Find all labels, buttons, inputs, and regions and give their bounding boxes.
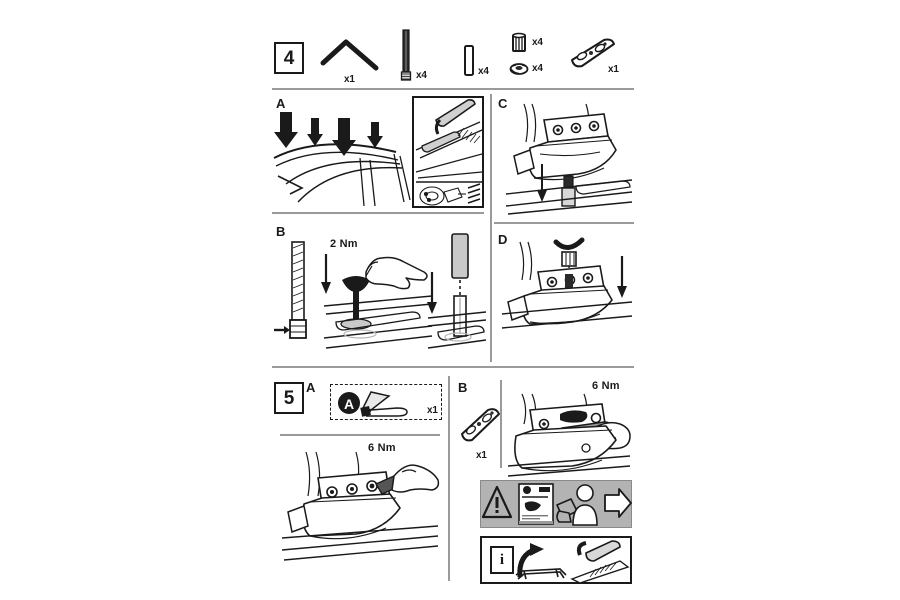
panel-c-d-divider — [494, 222, 634, 224]
step-5-right-column: B x1 6 Nm — [454, 376, 634, 586]
step-4-left-column: A — [272, 94, 488, 362]
roof-bar-icon — [515, 568, 567, 580]
part-long-bolt: x4 — [398, 28, 427, 84]
tool-badge-a-icon — [338, 392, 360, 414]
step-4-right-column: C — [494, 94, 634, 362]
nut-cap-fit-diagram — [501, 237, 633, 329]
info-notice-graphics — [515, 540, 630, 584]
step-number-badge-4: 4 — [274, 42, 304, 74]
panel-letter-d: D — [498, 232, 508, 247]
instruction-content-area: 4 x1 x4 — [272, 28, 634, 584]
spacer-sleeve-icon — [464, 45, 474, 76]
tighten-bolt-diagram — [281, 451, 440, 561]
part-spacer-sleeve: x4 — [462, 44, 489, 78]
part-qty-nut-cap: x4 — [532, 37, 543, 48]
panel-letter-5a: A — [306, 380, 316, 395]
warning-notice-graphics — [481, 483, 632, 526]
panel-5b-part-qty: x1 — [476, 450, 487, 461]
step-5-body: 5 A A x1 6 Nm — [272, 376, 634, 586]
rubber-pad-icon — [571, 38, 615, 68]
step-4-column-divider — [490, 94, 492, 362]
panel-c-foot-placement: C — [494, 94, 634, 222]
part-qty-spacer-sleeve: x4 — [478, 66, 489, 77]
part-nut-cap: x4 — [510, 32, 543, 54]
step-number-badge-5: 5 — [274, 382, 304, 414]
panel-5a-inner-divider — [280, 434, 440, 436]
panel-a-inset-detail — [412, 96, 484, 208]
part-hex-key: x1 — [320, 38, 382, 85]
cover-fit-diagram — [507, 393, 631, 477]
panel-letter-a: A — [276, 96, 286, 111]
nut-cap-icon — [512, 32, 526, 52]
person-silhouette-icon — [572, 484, 598, 526]
cover-part-icon — [461, 408, 500, 442]
step-5-left-column: 5 A A x1 6 Nm — [272, 376, 444, 586]
parts-strip-divider — [272, 88, 634, 90]
part-qty-washer: x4 — [532, 63, 543, 74]
step-4-5-separator — [272, 366, 634, 368]
cover-strip-lift-icon — [585, 540, 621, 562]
panel-letter-b: B — [276, 224, 286, 239]
part-mounting-pad: x1 — [564, 36, 620, 75]
rack-foot-lowering-diagram — [505, 103, 633, 215]
cover-strip-removal-icon — [415, 99, 482, 206]
panel-a-roof-rail-prep: A — [272, 94, 488, 212]
step-4-parts-strip: 4 x1 x4 — [272, 28, 634, 90]
washer-icon — [509, 63, 529, 75]
panel-d-nut-cap-fit: D — [494, 230, 634, 340]
warning-notice-panel — [480, 480, 632, 528]
info-letter-icon: i — [490, 546, 514, 574]
panel-5b-inner-divider — [500, 380, 502, 468]
step-5-column-divider — [448, 376, 450, 581]
part-qty-long-bolt: x4 — [416, 70, 427, 81]
bolt-insert-hand-diagram — [321, 254, 433, 349]
panel-5a-tool-qty: x1 — [427, 405, 438, 416]
info-notice-panel: i — [480, 536, 632, 584]
torque-label-5b-6nm: 6 Nm — [592, 380, 620, 392]
panel-letter-c: C — [498, 96, 508, 111]
arrow-right-icon — [604, 488, 632, 518]
spacer-drop-diagram — [427, 233, 487, 349]
torque-label-5a-6nm: 6 Nm — [368, 442, 396, 454]
press-arrows — [274, 112, 383, 156]
cover-strip-icon — [570, 560, 630, 584]
part-qty-mounting-pad: x1 — [608, 64, 619, 75]
car-roof-diagram — [273, 112, 411, 207]
torque-label-2nm: 2 Nm — [330, 238, 358, 250]
threaded-bolt-icon — [400, 29, 412, 81]
panel-b-bolt-insert: B — [272, 222, 488, 362]
bolt-side-view — [274, 241, 307, 339]
torque-key-and-badge: A — [338, 391, 408, 417]
part-washer: x4 — [508, 60, 543, 78]
panel-a-b-divider — [272, 212, 484, 214]
svg-text:A: A — [344, 396, 354, 412]
panel-5a-tool-box: A x1 — [330, 384, 442, 420]
part-qty-hex-key: x1 — [344, 74, 355, 85]
panel-letter-5b: B — [458, 380, 468, 395]
allen-key-icon — [320, 39, 379, 71]
step-4-body: A — [272, 94, 634, 362]
